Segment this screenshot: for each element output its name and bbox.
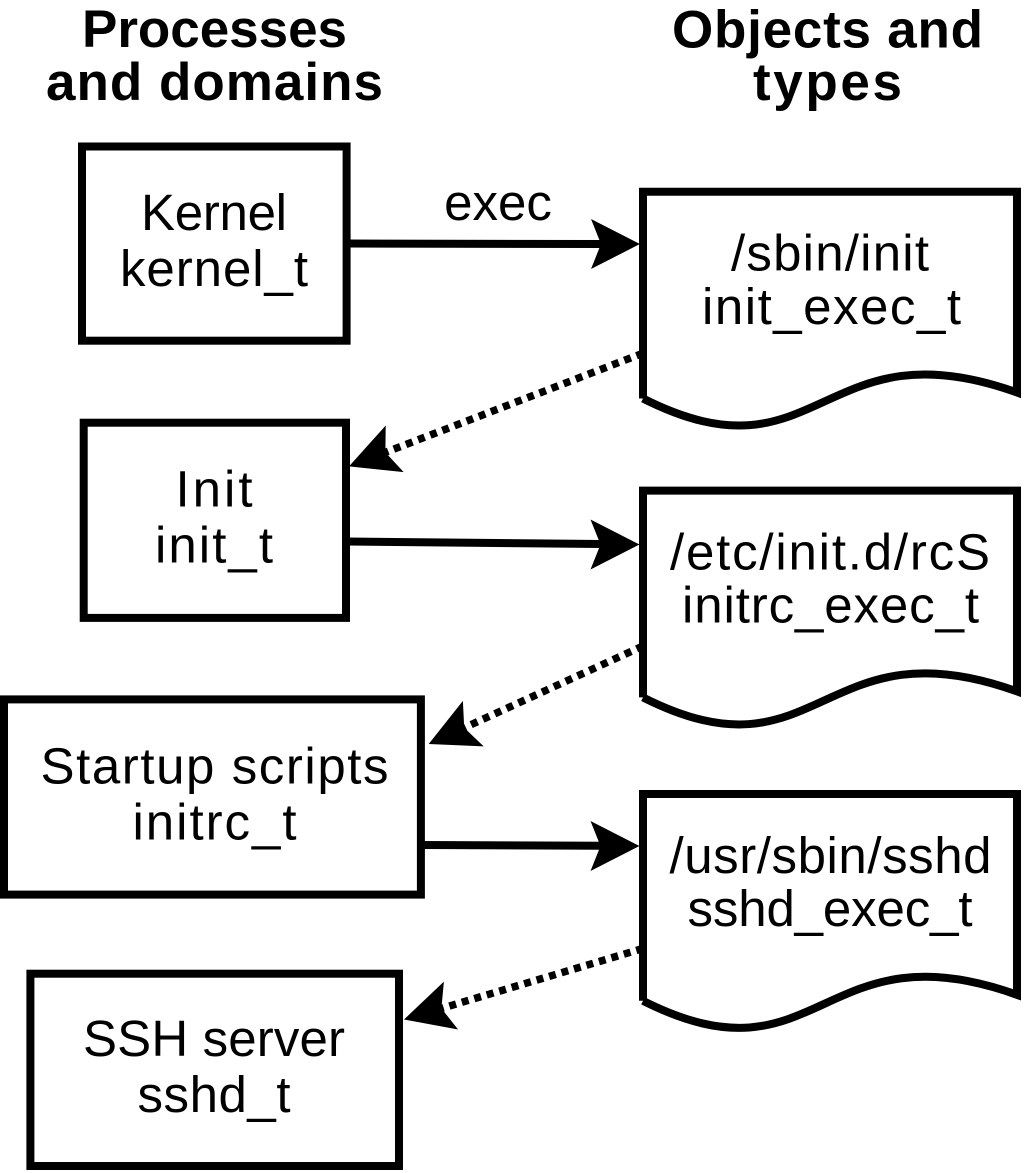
svg-text:and domains: and domains	[46, 53, 383, 112]
svg-text:/sbin/init: /sbin/init	[731, 225, 929, 282]
svg-text:sshd_exec_t: sshd_exec_t	[688, 880, 973, 937]
svg-text:/usr/sbin/sshd: /usr/sbin/sshd	[670, 827, 992, 884]
svg-text:initrc_exec_t: initrc_exec_t	[682, 577, 979, 634]
svg-text:Init: Init	[176, 461, 253, 518]
svg-text:initrc_t: initrc_t	[133, 793, 297, 850]
svg-text:Processes: Processes	[82, 0, 347, 59]
svg-text:Kernel: Kernel	[141, 184, 287, 241]
svg-text:/etc/init.d/rcS: /etc/init.d/rcS	[670, 524, 990, 581]
svg-text:init_t: init_t	[155, 517, 273, 574]
svg-text:kernel_t: kernel_t	[120, 240, 308, 297]
svg-text:sshd_t: sshd_t	[138, 1066, 291, 1123]
svg-text:Objects and: Objects and	[672, 1, 983, 60]
svg-text:exec: exec	[444, 174, 552, 231]
svg-text:init_exec_t: init_exec_t	[702, 278, 961, 335]
svg-text:SSH server: SSH server	[83, 1010, 345, 1067]
svg-text:types: types	[753, 53, 902, 112]
